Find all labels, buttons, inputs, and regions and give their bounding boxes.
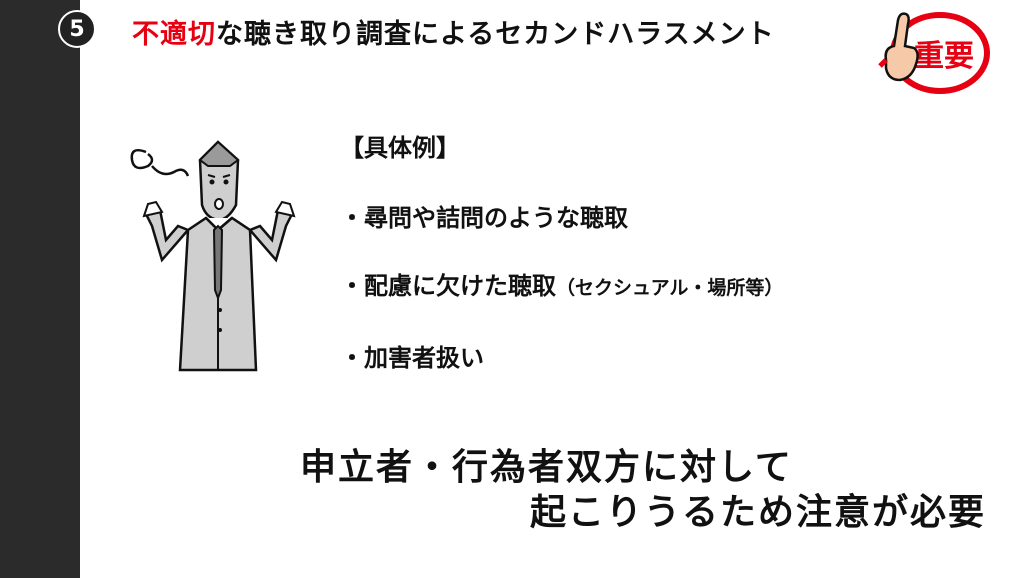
slide-number-badge: 5 <box>58 10 96 48</box>
title-rest: な聴き取り調査によるセカンドハラスメント <box>216 19 775 50</box>
conclusion-line-2: 起こりうるため注意が必要 <box>530 492 987 533</box>
list-item-note: （セクシュアル・場所等） <box>556 277 784 299</box>
worried-man-illustration <box>130 140 296 372</box>
examples-heading: 【具体例】 <box>340 134 460 162</box>
pointing-finger-icon <box>878 12 919 82</box>
list-item-text: ・加害者扱い <box>340 344 484 372</box>
list-item: ・加害者扱い <box>340 338 484 373</box>
list-item: ・配慮に欠けた聴取（セクシュアル・場所等） <box>340 266 783 301</box>
conclusion-line-1: 申立者・行為者双方に対して <box>300 447 793 488</box>
left-sidebar-bar <box>0 0 80 578</box>
list-item-text: ・尋問や詰問のような聴取 <box>340 204 628 232</box>
list-item-text: ・配慮に欠けた聴取 <box>340 272 556 300</box>
list-item: ・尋問や詰問のような聴取 <box>340 198 628 233</box>
stamp-text: 重要 <box>914 39 974 74</box>
important-stamp: 重要 <box>878 12 990 94</box>
title-accent: 不適切 <box>132 19 216 50</box>
slide-title: 不適切な聴き取り調査によるセカンドハラスメント <box>132 12 775 51</box>
